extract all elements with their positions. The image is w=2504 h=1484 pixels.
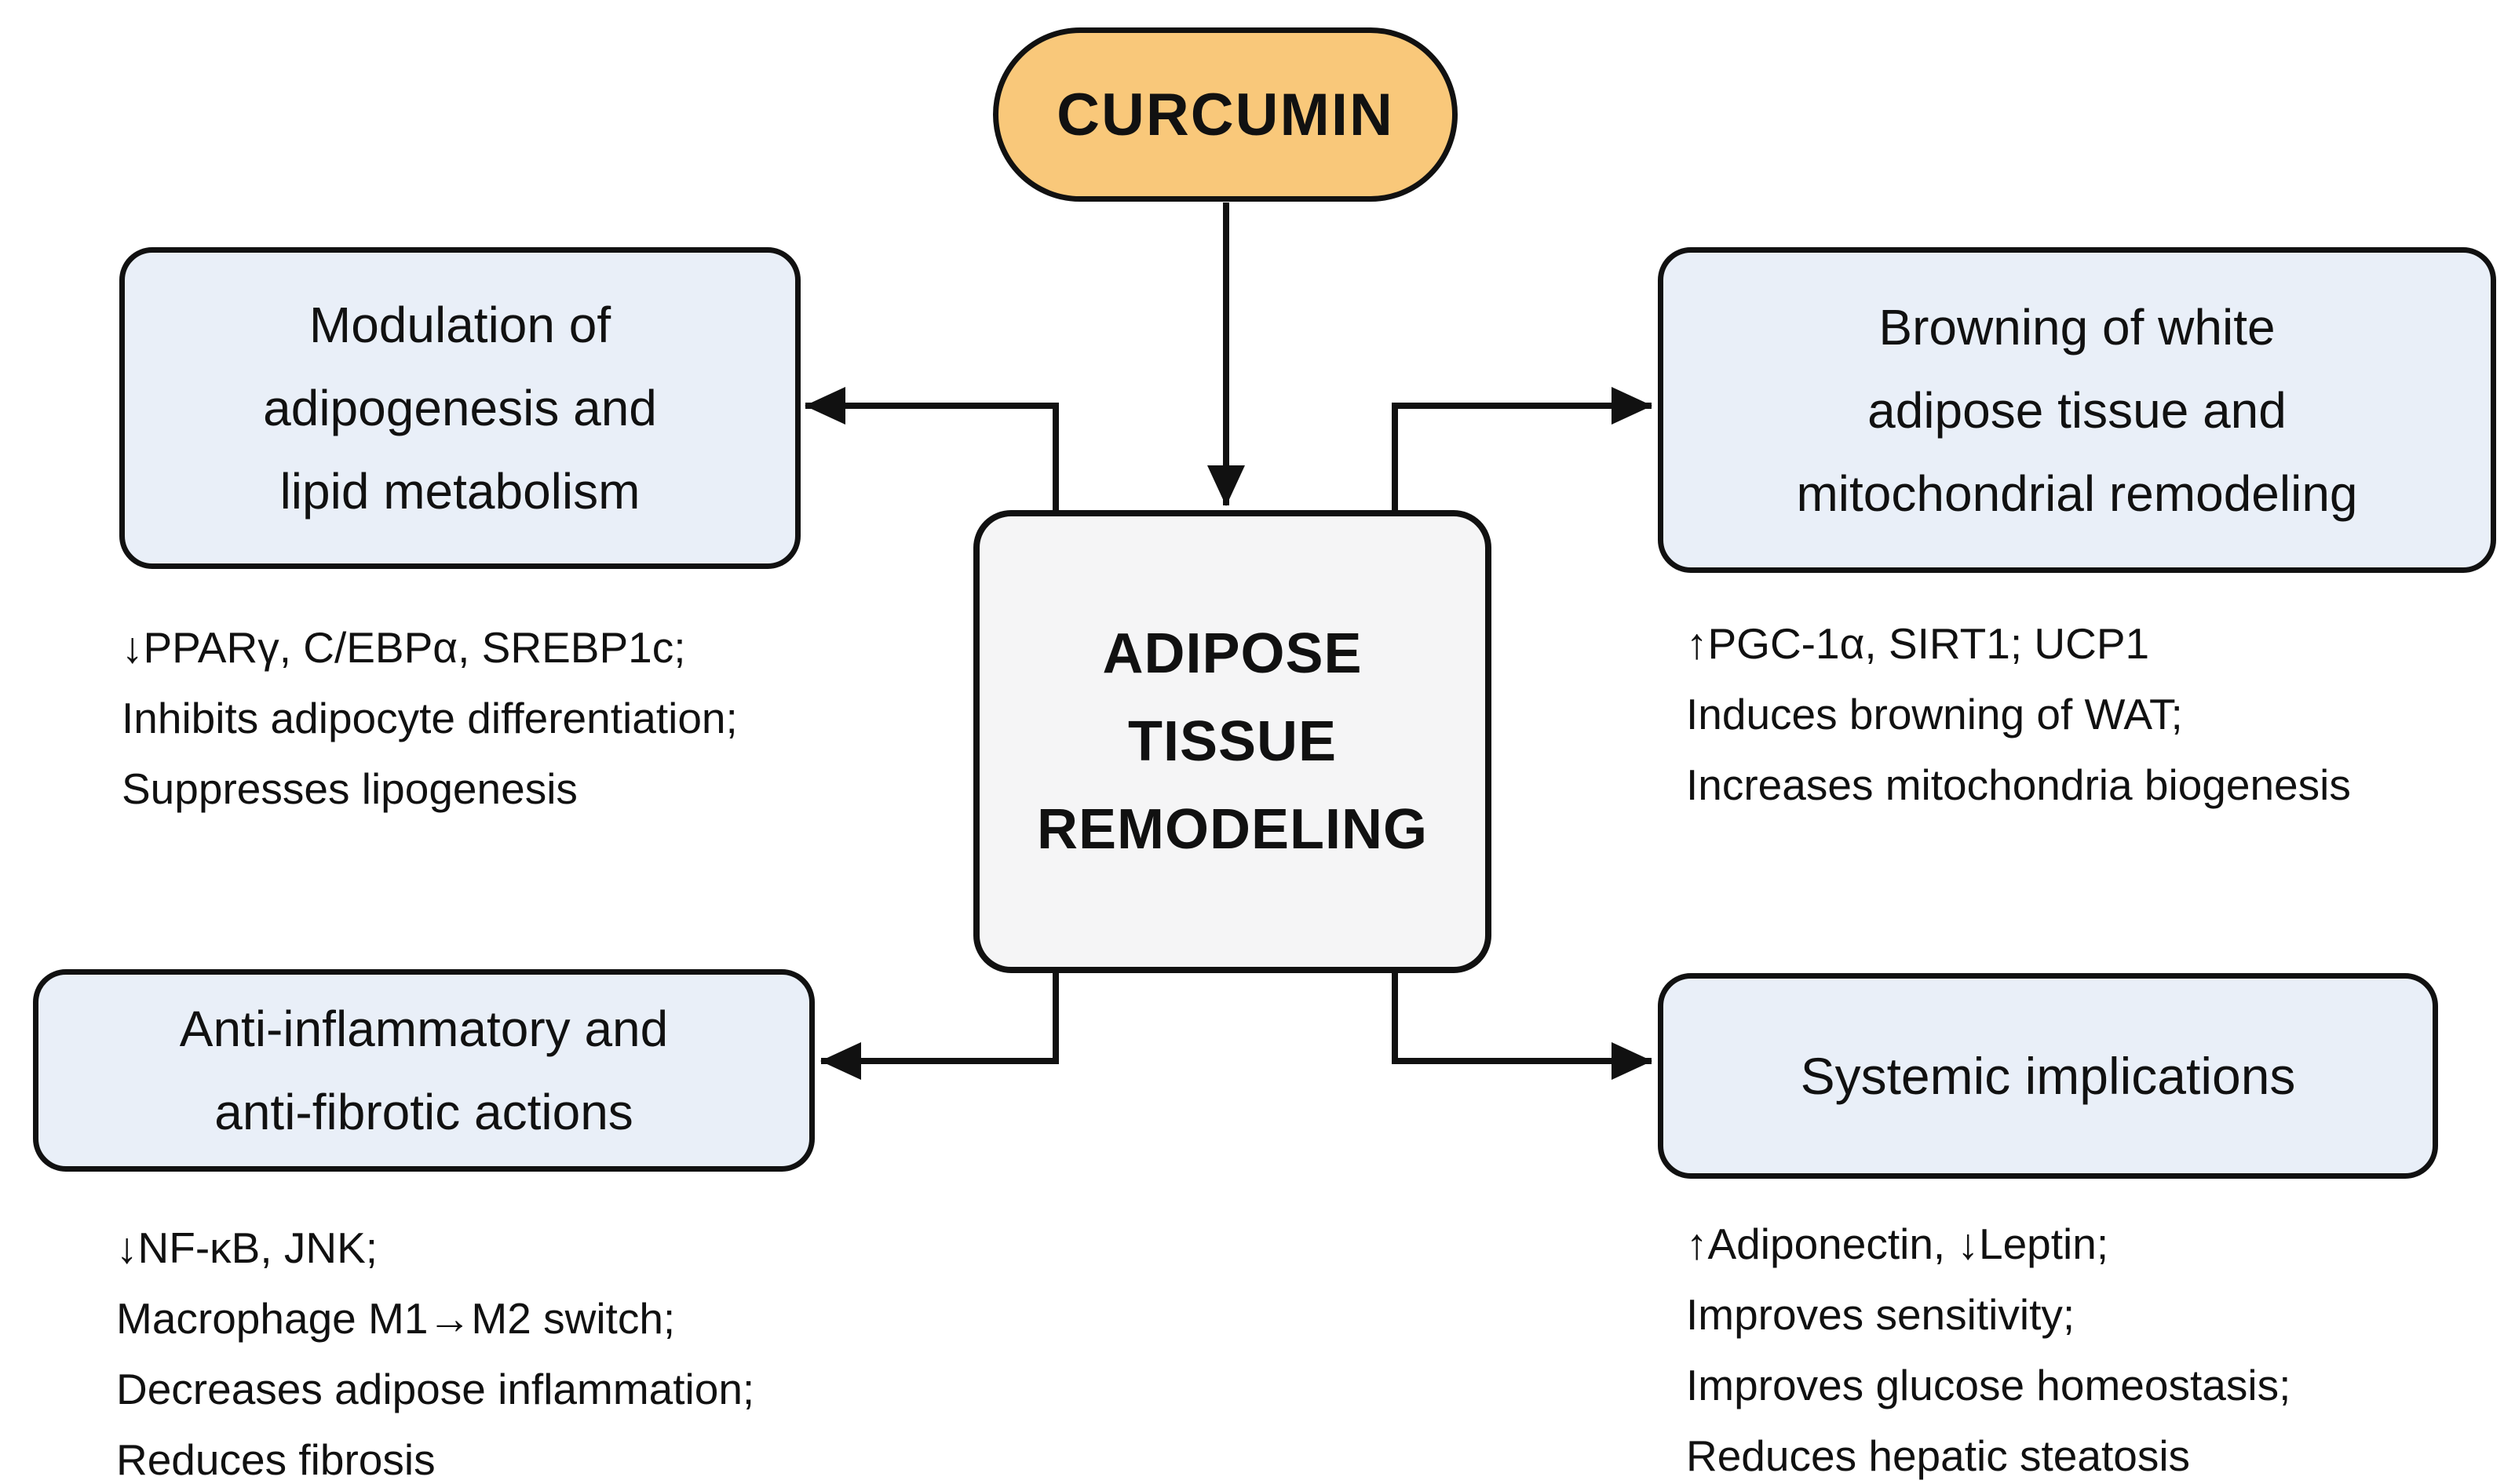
arrow-center-to-bottom-right (1392, 972, 1652, 1080)
note-tl-line-3: Suppresses lipogenesis (122, 764, 578, 813)
arrow-center-to-top-right (1392, 387, 1652, 512)
note-bl-line-2: Macrophage M1→M2 switch; (116, 1294, 676, 1343)
note-tl-line-1: ↓PPARγ, C/EBPα, SREBP1c; (122, 623, 686, 672)
node-curcumin: CURCUMIN (993, 27, 1458, 202)
note-modulation-adipogenesis: ↓PPARγ, C/EBPα, SREBP1c; Inhibits adipoc… (122, 612, 738, 824)
box-bl-title-line-2: anti-fibrotic actions (214, 1084, 633, 1140)
note-anti-inflammatory: ↓NF-κB, JNK; Macrophage M1→M2 switch; De… (116, 1212, 754, 1484)
arrow-center-to-bottom-left (820, 972, 1059, 1080)
curcumin-label: CURCUMIN (1057, 81, 1394, 148)
note-br-line-2: Improves sensitivity; (1686, 1290, 2075, 1339)
box-tr-title-line-1: Browning of white (1878, 298, 2276, 356)
center-line-2: TISSUE (1127, 710, 1338, 773)
arrow-center-to-top-left (805, 387, 1059, 512)
box-tr-title-line-2: adipose tissue and (1867, 381, 2287, 439)
box-tl-title-line-3: lipid metabolism (279, 463, 641, 520)
note-tr-line-2: Induces browning of WAT; (1686, 690, 2183, 738)
note-tr-line-3: Increases mitochondria biogenesis (1686, 760, 2351, 809)
box-modulation-adipogenesis: Modulation of adipogenesis and lipid met… (119, 247, 801, 569)
center-line-3: REMODELING (1036, 798, 1428, 861)
note-br-line-3: Improves glucose homeostasis; (1686, 1361, 2291, 1409)
box-browning-wat: Browning of white adipose tissue and mit… (1658, 247, 2496, 573)
note-browning-wat: ↑PGC-1α, SIRT1; UCP1 Induces browning of… (1686, 608, 2351, 820)
box-bl-title-line-1: Anti-inflammatory and (179, 1001, 669, 1057)
note-bl-line-4: Reduces fibrosis (116, 1435, 436, 1484)
center-line-1: ADIPOSE (1102, 622, 1363, 685)
box-tl-title-line-2: adipogenesis and (263, 380, 657, 436)
note-bl-line-3: Decreases adipose inflammation; (116, 1365, 755, 1413)
note-br-line-4: Reduces hepatic steatosis (1686, 1431, 2191, 1480)
box-systemic-implications: Systemic implications (1658, 973, 2438, 1179)
box-anti-inflammatory: Anti-inflammatory and anti-fibrotic acti… (33, 969, 815, 1172)
box-tr-title-line-3: mitochondrial remodeling (1796, 465, 2358, 522)
note-bl-line-1: ↓NF-κB, JNK; (116, 1223, 378, 1272)
note-br-line-1: ↑Adiponectin, ↓Leptin; (1686, 1220, 2109, 1268)
box-tl-title-line-1: Modulation of (308, 297, 611, 353)
note-systemic-implications: ↑Adiponectin, ↓Leptin; Improves sensitiv… (1686, 1209, 2290, 1484)
note-tl-line-2: Inhibits adipocyte differentiation; (122, 694, 738, 742)
note-tr-line-1: ↑PGC-1α, SIRT1; UCP1 (1686, 619, 2150, 668)
box-br-title-line-1: Systemic implications (1800, 1047, 2296, 1105)
node-adipose-tissue-remodeling: ADIPOSE TISSUE REMODELING (973, 510, 1491, 973)
